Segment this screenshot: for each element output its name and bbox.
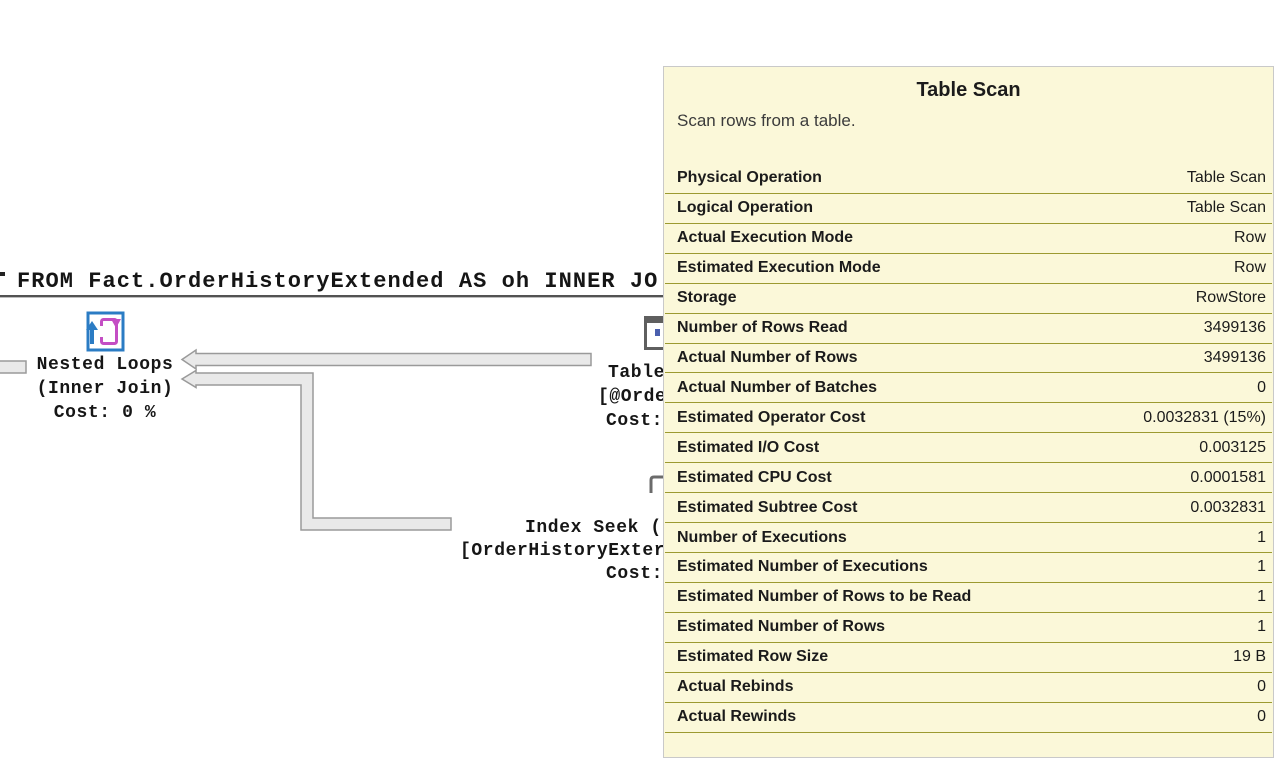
tooltip-title: Table Scan	[916, 79, 1021, 101]
node-label: Cost:	[606, 411, 664, 431]
property-row: Number of Rows Read 3499136	[665, 314, 1272, 344]
property-value: 3499136	[1203, 348, 1266, 366]
nested-loops-node[interactable]: Nested Loops (Inner Join) Cost: 0 %	[0, 310, 210, 425]
property-value: 0	[1257, 678, 1266, 696]
tooltip-description: Scan rows from a table.	[677, 111, 856, 130]
property-label: Actual Number of Rows	[677, 348, 858, 366]
property-label: Logical Operation	[677, 199, 814, 217]
clipped-text-fragment	[0, 272, 5, 276]
property-row: Actual Rebinds 0	[665, 673, 1272, 703]
query-text: FROM Fact.OrderHistoryExtended AS oh INN…	[17, 269, 659, 294]
node-label: Table	[608, 363, 666, 383]
property-label: Actual Number of Batches	[677, 378, 878, 396]
index-seek-icon[interactable]	[649, 475, 664, 493]
property-row: Estimated Number of Rows 1	[665, 613, 1272, 643]
property-label: Estimated Number of Rows	[677, 618, 886, 636]
property-row: Actual Rewinds 0	[665, 703, 1272, 733]
property-value: 0.0001581	[1190, 468, 1266, 486]
node-label: Cost:	[606, 564, 664, 584]
property-row: Actual Number of Rows 3499136	[665, 344, 1272, 374]
property-row: Logical Operation Table Scan	[665, 194, 1272, 224]
property-row: Physical Operation Table Scan	[665, 164, 1272, 194]
property-value: 0.0032831	[1190, 498, 1266, 516]
property-label: Storage	[677, 289, 737, 307]
property-value: 1	[1257, 528, 1266, 546]
property-label: Estimated CPU Cost	[677, 468, 832, 486]
property-row: Estimated Row Size 19 B	[665, 643, 1272, 673]
property-value: 1	[1257, 618, 1266, 636]
property-row: Estimated Number of Executions 1	[665, 553, 1272, 583]
property-label: Estimated Subtree Cost	[677, 498, 858, 516]
plan-arrow-top	[180, 348, 592, 371]
node-label: (Inner Join)	[36, 379, 174, 399]
property-value: 0.003125	[1199, 438, 1266, 456]
property-value: Table Scan	[1186, 199, 1266, 217]
property-value: Row	[1233, 229, 1266, 247]
property-value: 3499136	[1203, 319, 1266, 337]
property-label: Actual Execution Mode	[677, 229, 854, 247]
operator-tooltip: Table Scan Scan rows from a table. Physi…	[663, 66, 1274, 758]
property-row: Estimated Subtree Cost 0.0032831	[665, 493, 1272, 524]
property-value: 19 B	[1233, 648, 1266, 666]
property-row: Actual Execution Mode Row	[665, 224, 1272, 254]
property-label: Estimated I/O Cost	[677, 438, 820, 456]
node-label: [@Orde	[598, 387, 667, 407]
node-label: Cost: 0 %	[53, 403, 157, 423]
property-row: Estimated I/O Cost 0.003125	[665, 433, 1272, 464]
property-row: Estimated CPU Cost 0.0001581	[665, 463, 1272, 494]
plan-arrow-elbow	[180, 369, 452, 531]
property-label: Estimated Number of Rows to be Read	[677, 588, 972, 606]
property-value: 0	[1257, 708, 1266, 726]
property-row: Estimated Operator Cost 0.0032831 (15%)	[665, 403, 1272, 434]
property-value: 0.0032831 (15%)	[1143, 408, 1266, 426]
pane-divider	[0, 295, 700, 298]
property-row: Storage RowStore	[665, 284, 1272, 314]
property-label: Actual Rebinds	[677, 678, 794, 696]
property-row: Number of Executions 1	[665, 523, 1272, 553]
property-label: Number of Executions	[677, 528, 847, 546]
property-row: Estimated Execution Mode Row	[665, 254, 1272, 284]
property-value: 1	[1257, 588, 1266, 606]
property-value: 0	[1257, 378, 1266, 396]
property-label: Actual Rewinds	[677, 708, 797, 726]
plan-arrow-output-stub	[0, 360, 27, 374]
node-label: Index Seek (	[525, 518, 662, 538]
nested-loops-icon[interactable]	[86, 311, 125, 352]
node-label: Nested Loops	[36, 355, 174, 375]
property-value: Row	[1233, 259, 1266, 277]
node-label: [OrderHistoryExter	[460, 541, 666, 561]
property-label: Physical Operation	[677, 169, 822, 187]
ssms-execution-plan-screen: { "query_pane": { "sql_text": "FROM Fact…	[0, 66, 1274, 758]
property-value: 1	[1257, 558, 1266, 576]
property-value: RowStore	[1195, 289, 1266, 307]
property-label: Number of Rows Read	[677, 319, 848, 337]
property-label: Estimated Row Size	[677, 648, 829, 666]
property-label: Estimated Number of Executions	[677, 558, 928, 576]
execution-plan-canvas	[0, 272, 678, 531]
property-label: Estimated Execution Mode	[677, 259, 881, 277]
property-row: Actual Number of Batches 0	[665, 373, 1272, 404]
property-value: Table Scan	[1186, 169, 1266, 187]
property-label: Estimated Operator Cost	[677, 408, 866, 426]
property-row: Estimated Number of Rows to be Read 1	[665, 583, 1272, 613]
